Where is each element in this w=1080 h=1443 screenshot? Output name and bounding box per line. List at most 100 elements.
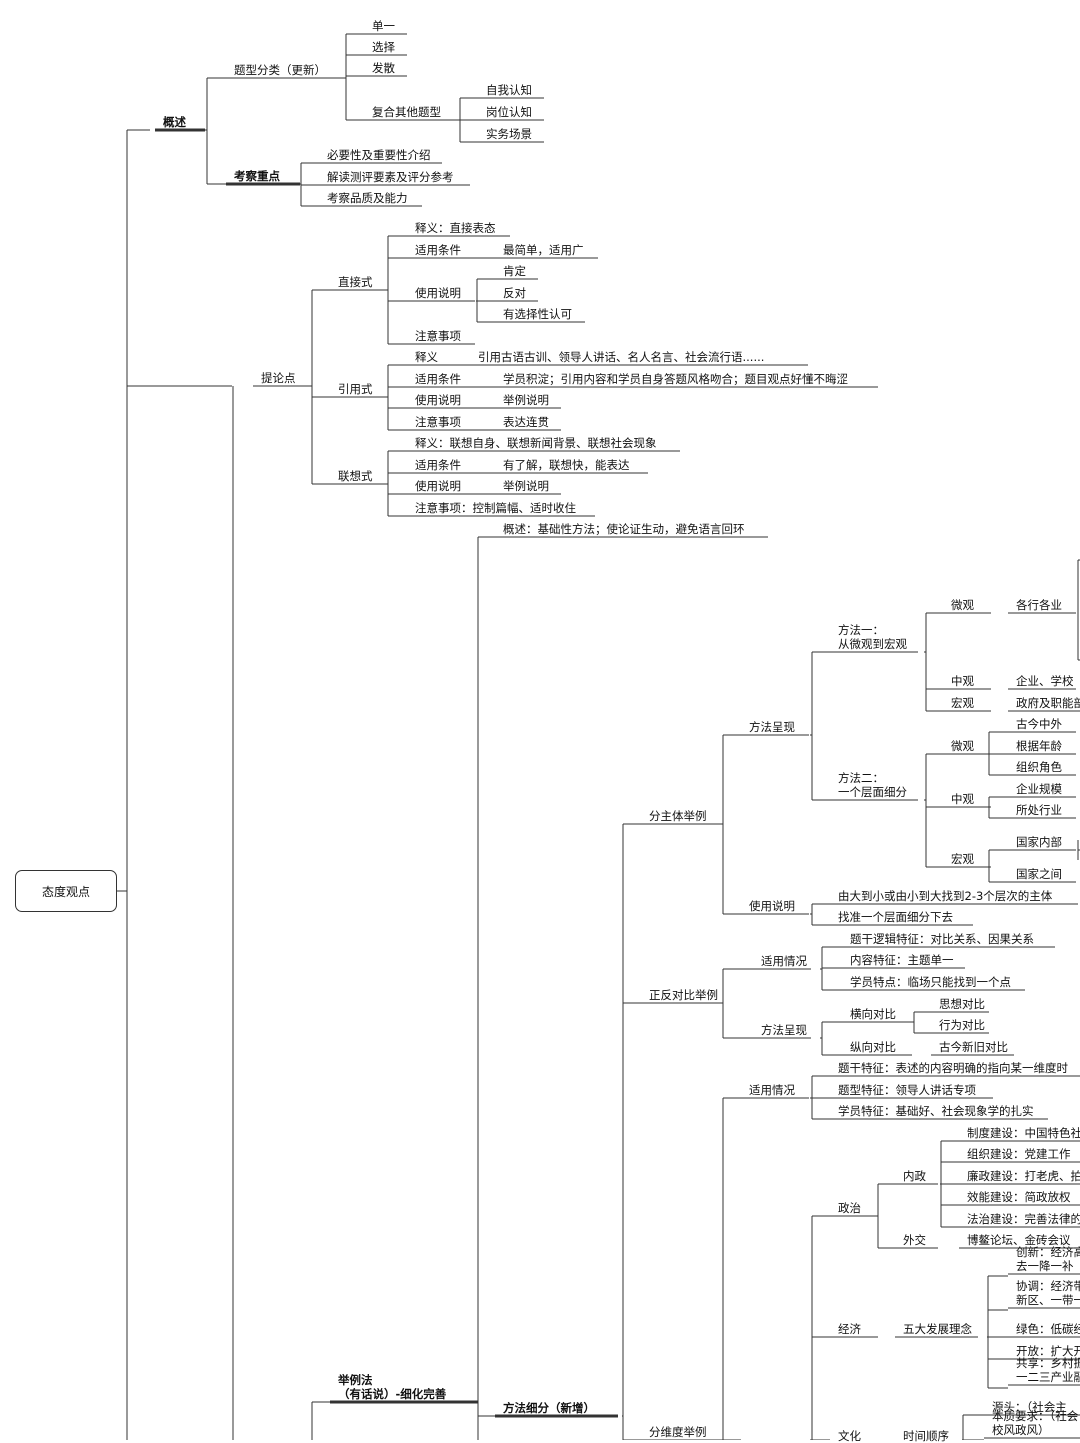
node-zhengzhi[interactable]: 政治 [838, 1201, 861, 1215]
node-neibu[interactable]: 国家内部 [1016, 835, 1062, 849]
node-neirong[interactable]: 内容特征：主题单一 [850, 953, 954, 967]
node-xingwei[interactable]: 行为对比 [939, 1018, 985, 1032]
node-ff1[interactable]: 方法一： 从微观到宏观 [838, 623, 907, 651]
node-ff-gaishu[interactable]: 概述：基础性方法；使论证生动，避免语言回环 [503, 522, 745, 536]
node-zj-tiaojian[interactable]: 适用条件 [415, 243, 461, 257]
node-tigan[interactable]: 题干特征：表述的内容明确的指向某一维度时 [838, 1061, 1068, 1075]
node-gaishu[interactable]: 概述 [163, 115, 186, 129]
node-yy-shiyi[interactable]: 释义 [415, 350, 438, 364]
node-yuantou[interactable]: 源头：（社会主 [992, 1400, 1067, 1414]
node-gujin[interactable]: 古今中外 [1016, 717, 1062, 731]
node-yy-tiaojian[interactable]: 适用条件 [415, 372, 461, 386]
node-nianling[interactable]: 根据年龄 [1016, 739, 1062, 753]
node-xietiao[interactable]: 协调：经济带 新区、一带一 [1016, 1279, 1080, 1307]
node-shiwu[interactable]: 实务场景 [486, 127, 532, 141]
node-kending[interactable]: 肯定 [503, 264, 526, 278]
node-lx-shuoming-v[interactable]: 举例说明 [503, 479, 549, 493]
node-lx-tiaojian[interactable]: 适用条件 [415, 458, 461, 472]
node-fazhi[interactable]: 法治建设：完善法律的 [967, 1212, 1080, 1226]
node-zhijian[interactable]: 国家之间 [1016, 867, 1062, 881]
node-zj-zhuyi[interactable]: 注意事项 [415, 329, 461, 343]
node-shijian[interactable]: 时间顺序 [903, 1429, 949, 1443]
node-lx-shuoming[interactable]: 使用说明 [415, 479, 461, 493]
node-hongguan2[interactable]: 宏观 [951, 852, 974, 866]
root-node[interactable]: 态度观点 [15, 870, 117, 912]
node-danyi[interactable]: 单一 [372, 19, 395, 33]
node-zhengfan[interactable]: 正反对比举例 [649, 988, 718, 1002]
node-yy-tiaojian-v[interactable]: 学员积淀；引用内容和学员自身答题风格吻合；题目观点好懂不晦涩 [503, 372, 848, 386]
node-zj-shuoming[interactable]: 使用说明 [415, 286, 461, 300]
node-fandui[interactable]: 反对 [503, 286, 526, 300]
node-yinyong[interactable]: 引用式 [338, 382, 373, 396]
node-waijiao[interactable]: 外交 [903, 1233, 926, 1247]
node-chuangxin[interactable]: 创新：经济高 去一降一补 [1016, 1245, 1080, 1273]
node-sysm[interactable]: 使用说明 [749, 899, 795, 913]
node-yy-zhuyi-v[interactable]: 表达连贯 [503, 415, 549, 429]
node-tilun[interactable]: 提论点 [261, 371, 296, 385]
node-gehang[interactable]: 各行各业 [1016, 598, 1062, 612]
node-lx-zhuyi[interactable]: 注意事项：控制篇幅、适时收住 [415, 501, 576, 515]
node-qiye[interactable]: 企业、学校 [1016, 674, 1074, 688]
node-zuzhi[interactable]: 组织角色 [1016, 760, 1062, 774]
node-gangwei[interactable]: 岗位认知 [486, 105, 532, 119]
node-lianzheng[interactable]: 廉政建设：打老虎、拍 [967, 1169, 1080, 1183]
node-boao[interactable]: 博鳌论坛、金砖会议 [967, 1233, 1071, 1247]
node-hengxiang[interactable]: 横向对比 [850, 1007, 896, 1021]
node-zuzhijs[interactable]: 组织建设：党建工作 [967, 1147, 1071, 1161]
node-fuhe[interactable]: 复合其他题型 [372, 105, 441, 119]
node-zj-tiaojian-v[interactable]: 最简单，适用广 [503, 243, 584, 257]
node-xuanze[interactable]: 选择 [372, 40, 395, 54]
node-xueyuantz[interactable]: 学员特征：基础好、社会现象学的扎实 [838, 1104, 1034, 1118]
node-biyao[interactable]: 必要性及重要性介绍 [327, 148, 431, 162]
node-fenzhuti[interactable]: 分主体举例 [649, 809, 707, 823]
node-xuanzexing[interactable]: 有选择性认可 [503, 307, 572, 321]
node-fangfaxifen[interactable]: 方法细分（新增） [503, 1401, 595, 1415]
node-luoji[interactable]: 题干逻辑特征：对比关系、因果关系 [850, 932, 1034, 946]
node-neizheng[interactable]: 内政 [903, 1169, 926, 1183]
node-zhengfu[interactable]: 政府及职能部 [1016, 696, 1080, 710]
node-wenhua[interactable]: 文化 [838, 1429, 861, 1443]
node-ff2[interactable]: 方法二： 一个层面细分 [838, 771, 907, 799]
node-zhijie[interactable]: 直接式 [338, 275, 373, 289]
node-kaocha[interactable]: 考察重点 [234, 169, 280, 183]
node-xiaoneng[interactable]: 效能建设：简政放权 [967, 1190, 1071, 1204]
node-ffcx[interactable]: 方法呈现 [749, 720, 795, 734]
node-zhongguan1[interactable]: 中观 [951, 674, 974, 688]
node-tixing[interactable]: 题型分类（更新） [234, 63, 326, 77]
node-jingji[interactable]: 经济 [838, 1322, 861, 1336]
node-guimo[interactable]: 企业规模 [1016, 782, 1062, 796]
node-fasan[interactable]: 发散 [372, 61, 395, 75]
node-lianxiang[interactable]: 联想式 [338, 469, 373, 483]
node-weiguan2[interactable]: 微观 [951, 739, 974, 753]
node-zhongguan2[interactable]: 中观 [951, 792, 974, 806]
node-pinzhi[interactable]: 考察品质及能力 [327, 191, 408, 205]
node-hongguan1[interactable]: 宏观 [951, 696, 974, 710]
node-lx-tiaojian-v[interactable]: 有了解，联想快，能表达 [503, 458, 630, 472]
node-benzhi[interactable]: 本质要求：（社会 校风政风） [992, 1409, 1079, 1437]
node-fenweidu[interactable]: 分维度举例 [649, 1425, 707, 1439]
node-lx-shiyi[interactable]: 释义：联想自身、联想新闻背景、联想社会现象 [415, 436, 657, 450]
node-gongxiang[interactable]: 共享：乡村振 一二三产业融 [1016, 1356, 1080, 1384]
node-sysm1[interactable]: 由大到小或由小到大找到2-3个层次的主体 [838, 889, 1053, 903]
node-ffcx2[interactable]: 方法呈现 [761, 1023, 807, 1037]
node-yy-shuoming-v[interactable]: 举例说明 [503, 393, 549, 407]
node-xueyuan[interactable]: 学员特点：临场只能找到一个点 [850, 975, 1011, 989]
node-zongxiang[interactable]: 纵向对比 [850, 1040, 896, 1054]
node-zj-shiyi[interactable]: 释义：直接表态 [415, 221, 496, 235]
node-hangye[interactable]: 所处行业 [1016, 803, 1062, 817]
node-sixiang[interactable]: 思想对比 [939, 997, 985, 1011]
node-weiguan1[interactable]: 微观 [951, 598, 974, 612]
node-syqk[interactable]: 适用情况 [761, 954, 807, 968]
node-ziwo[interactable]: 自我认知 [486, 83, 532, 97]
node-tixingtz[interactable]: 题型特征：领导人讲话专项 [838, 1083, 976, 1097]
node-zhidu[interactable]: 制度建设：中国特色社 [967, 1126, 1080, 1140]
node-jlf[interactable]: 举例法 （有话说）-细化完善 [338, 1373, 447, 1401]
node-yy-shiyi-v[interactable]: 引用古语古训、领导人讲话、名人名言、社会流行语...... [478, 350, 765, 364]
node-jiedu[interactable]: 解读测评要素及评分参考 [327, 170, 454, 184]
node-kaifang[interactable]: 开放：扩大开 [1016, 1344, 1080, 1358]
node-lvse[interactable]: 绿色：低碳经 [1016, 1322, 1080, 1336]
node-yy-zhuyi[interactable]: 注意事项 [415, 415, 461, 429]
node-gujinxin[interactable]: 古今新旧对比 [939, 1040, 1008, 1054]
node-yy-shuoming[interactable]: 使用说明 [415, 393, 461, 407]
node-syqk2[interactable]: 适用情况 [749, 1083, 795, 1097]
